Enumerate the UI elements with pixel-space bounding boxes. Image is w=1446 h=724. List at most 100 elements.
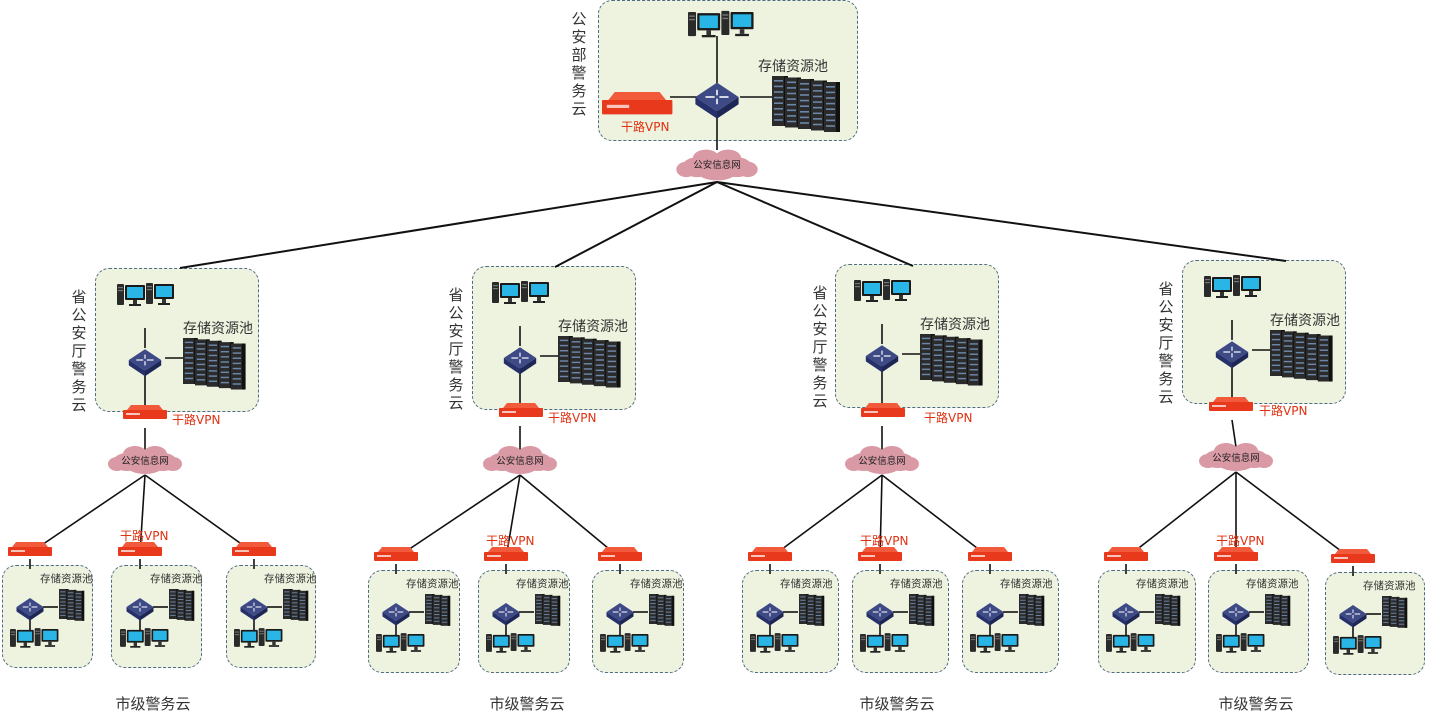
network-cloud-icon [1199, 443, 1273, 471]
server-rack-icon [169, 589, 195, 621]
network-cloud-icon [845, 446, 919, 474]
computer-icon [750, 633, 799, 653]
server-rack-icon [1155, 594, 1181, 626]
storage-pool-label: 存储资源池 [1270, 313, 1340, 329]
server-rack-icon [59, 589, 85, 621]
connection-line [179, 181, 718, 269]
storage-pool-label: 存储资源池 [758, 59, 828, 75]
computer-icon [234, 628, 283, 648]
computer-icon [117, 283, 174, 306]
computer-icon [970, 633, 1019, 653]
vpn-router-icon [118, 542, 162, 556]
storage-pool-label: 存储资源池 [183, 321, 253, 337]
storage-pool-label: 存储资源池 [1363, 580, 1416, 592]
vpn-router-icon [484, 547, 528, 561]
connection-line [554, 181, 718, 268]
connection-line [144, 474, 255, 554]
vpn-label: 干路VPN [548, 411, 597, 425]
vpn-label: 干路VPN [860, 534, 909, 548]
city-label: 市级警务云 [115, 695, 191, 713]
server-rack-icon [772, 76, 840, 132]
connection-line [716, 181, 1287, 262]
city-label: 市级警务云 [1218, 695, 1294, 713]
connection-line [881, 474, 991, 559]
switch-icon [976, 603, 1004, 626]
vpn-router-icon [598, 547, 642, 561]
server-rack-icon [1382, 596, 1408, 628]
server-rack-icon [649, 594, 675, 626]
connection-line [519, 474, 621, 559]
switch-icon [240, 598, 268, 621]
switch-icon [695, 82, 739, 119]
vpn-router-icon [1209, 397, 1253, 411]
storage-pool-label: 存储资源池 [40, 573, 93, 585]
storage-pool-label: 存储资源池 [1000, 578, 1053, 590]
server-rack-icon [183, 338, 246, 390]
vpn-label: 干路VPN [1259, 404, 1308, 418]
province-label: 省公安厅警务云 [71, 288, 87, 414]
server-rack-icon [425, 594, 451, 626]
city-cloud-box [1208, 570, 1309, 673]
computer-icon [120, 628, 169, 648]
connection-line [29, 474, 146, 554]
computer-icon [600, 633, 649, 653]
network-label: 公安信息网 [496, 456, 544, 467]
vpn-router-icon [968, 547, 1012, 561]
storage-pool-label: 存储资源池 [558, 319, 628, 335]
switch-icon [866, 603, 894, 626]
storage-pool-label: 存储资源池 [630, 578, 683, 590]
connection-line [505, 474, 521, 559]
vpn-router-icon [232, 542, 276, 556]
vpn-router-icon [374, 547, 418, 561]
network-label: 公安信息网 [1212, 453, 1260, 464]
network-cloud-icon [483, 446, 557, 474]
storage-pool-label: 存储资源池 [516, 578, 569, 590]
server-rack-icon [558, 336, 621, 388]
server-rack-icon [920, 334, 983, 386]
storage-pool-label: 存储资源池 [890, 578, 943, 590]
computer-icon [486, 633, 535, 653]
switch-icon [606, 603, 634, 626]
vpn-label: 干路VPN [486, 534, 535, 548]
storage-pool-label: 存储资源池 [264, 573, 317, 585]
switch-icon [756, 603, 784, 626]
storage-pool-label: 存储资源池 [780, 578, 833, 590]
switch-icon [1339, 605, 1367, 628]
switch-icon [128, 349, 162, 377]
ministry-label: 公安部警务云 [571, 10, 587, 118]
switch-icon [16, 598, 44, 621]
server-rack-icon [535, 594, 561, 626]
network-cloud-icon [108, 446, 182, 474]
switch-icon [126, 598, 154, 621]
city-label: 市级警务云 [859, 695, 935, 713]
server-rack-icon [283, 589, 309, 621]
connection-line [1231, 419, 1237, 448]
server-rack-icon [799, 594, 825, 626]
computer-icon [860, 633, 909, 653]
storage-pool-label: 存储资源池 [1246, 578, 1299, 590]
switch-icon [1112, 603, 1140, 626]
vpn-router-icon [602, 92, 673, 115]
province-label: 省公安厅警务云 [448, 286, 464, 412]
vpn-router-icon [8, 542, 52, 556]
computer-icon [688, 10, 754, 38]
storage-pool-label: 存储资源池 [406, 578, 459, 590]
switch-icon [865, 345, 899, 373]
vpn-label: 干路VPN [621, 120, 670, 134]
server-rack-icon [1270, 330, 1333, 382]
network-label: 公安信息网 [858, 456, 906, 467]
switch-icon [1222, 603, 1250, 626]
city-label: 市级警务云 [489, 695, 565, 713]
vpn-router-icon [861, 403, 905, 417]
vpn-label: 干路VPN [120, 529, 169, 543]
computer-icon [854, 279, 911, 302]
computer-icon [1333, 635, 1382, 655]
province-label: 省公安厅警务云 [1158, 280, 1174, 406]
vpn-label: 干路VPN [1216, 534, 1265, 548]
switch-icon [382, 603, 410, 626]
network-cloud-icon [676, 149, 758, 181]
connection-line [1125, 471, 1237, 559]
server-rack-icon [1019, 594, 1045, 626]
connection-line [716, 181, 914, 267]
